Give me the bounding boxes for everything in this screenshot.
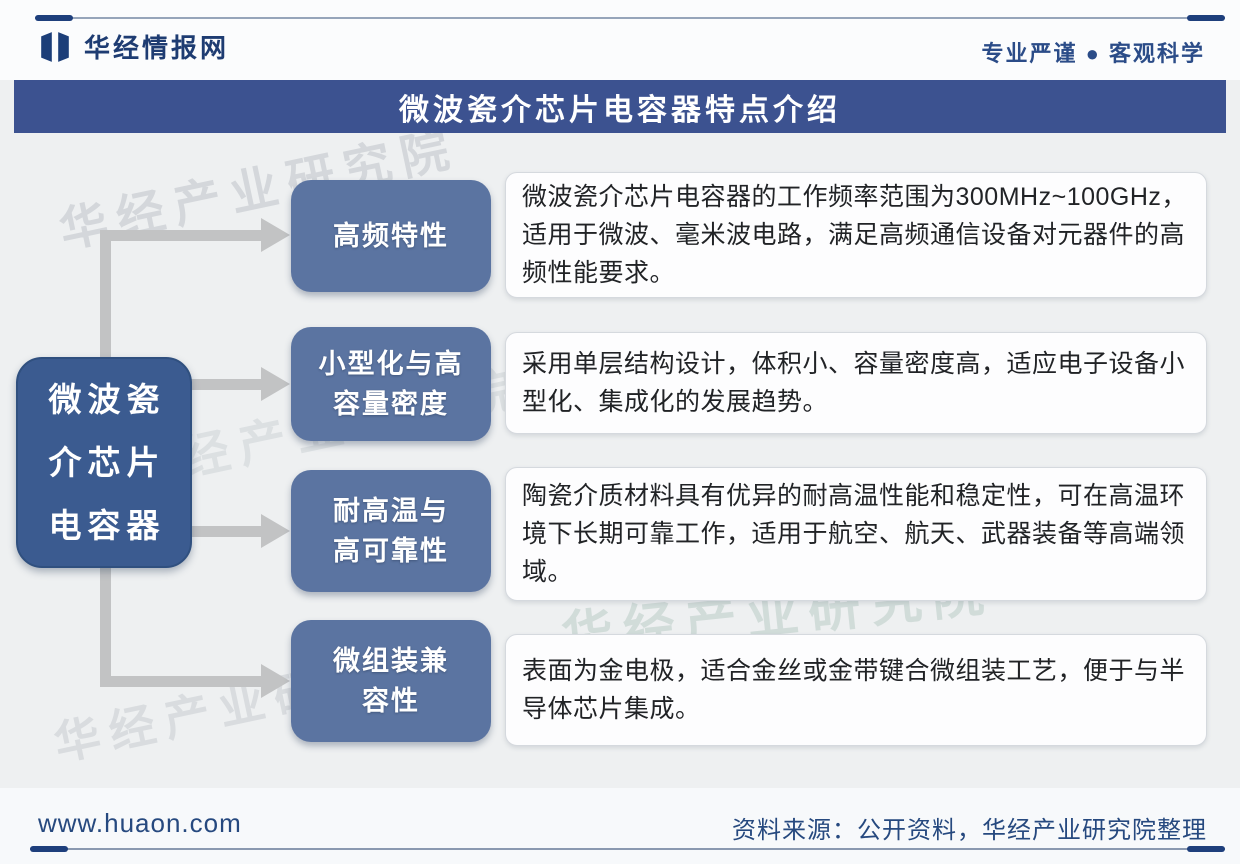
description-text: 采用单层结构设计，体积小、容量密度高，适应电子设备小型化、集成化的发展趋势。 xyxy=(522,350,1186,416)
feature-label-line: 小型化与高 xyxy=(318,349,464,379)
description-text: 微波瓷介芯片电容器的工作频率范围为300MHz~100GHz，适用于微波、毫米波… xyxy=(522,183,1187,287)
description-card-miniaturization: 采用单层结构设计，体积小、容量密度高，适应电子设备小型化、集成化的发展趋势。 xyxy=(505,332,1207,434)
feature-box-micro-assembly: 微组装兼 容性 xyxy=(291,620,491,742)
bottom-divider-left-dash xyxy=(30,846,68,852)
open-book-logo-icon xyxy=(41,31,69,62)
connector-arrow-shaft-3 xyxy=(190,526,262,537)
data-source-note: 资料来源：公开资料，华经产业研究院整理 xyxy=(732,817,1207,844)
arrowhead-icon xyxy=(261,218,290,252)
connector-arrow-shaft-2 xyxy=(190,379,262,390)
arrowhead-icon xyxy=(261,514,290,548)
footer: 华经产业研究院 www.huaon.com 资料来源：公开资料，华经产业研究院整… xyxy=(0,788,1240,864)
root-node-line: 电容器 xyxy=(48,507,166,544)
feature-label-line: 容量密度 xyxy=(333,389,449,419)
description-card-micro-assembly: 表面为金电极，适合金丝或金带键合微组装工艺，便于与半导体芯片集成。 xyxy=(505,634,1207,746)
description-card-high-temperature: 陶瓷介质材料具有优异的耐高温性能和稳定性，可在高温环境下长期可靠工作，适用于航空… xyxy=(505,467,1207,601)
root-node-line: 介芯片 xyxy=(48,444,166,481)
feature-label-line: 容性 xyxy=(362,686,420,716)
header-tagline: 专业严谨 ● 客观科学 xyxy=(981,41,1205,66)
top-divider xyxy=(35,15,1225,21)
description-text: 陶瓷介质材料具有优异的耐高温性能和稳定性，可在高温环境下长期可靠工作，适用于航空… xyxy=(522,482,1186,586)
feature-label-line: 高可靠性 xyxy=(333,536,449,566)
connector-arrow-shaft-4 xyxy=(100,676,262,687)
top-divider-right-dash xyxy=(1187,15,1225,21)
feature-box-miniaturization: 小型化与高 容量密度 xyxy=(291,327,491,441)
title-bar: 微波瓷介芯片电容器特点介绍 xyxy=(14,80,1226,133)
arrowhead-icon xyxy=(261,367,290,401)
bottom-divider-right-dash xyxy=(1187,846,1225,852)
bottom-divider xyxy=(30,846,1225,852)
website-url: www.huaon.com xyxy=(38,808,242,838)
description-card-high-frequency: 微波瓷介芯片电容器的工作频率范围为300MHz~100GHz，适用于微波、毫米波… xyxy=(505,172,1207,298)
description-text: 表面为金电极，适合金丝或金带键合微组装工艺，便于与半导体芯片集成。 xyxy=(522,657,1186,723)
feature-label-line: 微组装兼 xyxy=(333,646,449,676)
arrowhead-icon xyxy=(261,664,290,698)
feature-label-line: 耐高温与 xyxy=(333,496,449,526)
page-title: 微波瓷介芯片电容器特点介绍 xyxy=(399,93,841,127)
root-node-line: 微波瓷 xyxy=(48,381,166,418)
root-node-box: 微波瓷 介芯片 电容器 xyxy=(16,357,192,568)
feature-box-high-frequency: 高频特性 xyxy=(291,180,491,292)
feature-label-line: 高频特性 xyxy=(333,221,449,251)
top-divider-left-dash xyxy=(35,15,73,21)
header: 华经情报网 专业严谨 ● 客观科学 xyxy=(0,0,1240,80)
brand: 华经情报网 xyxy=(38,28,229,65)
feature-box-high-temperature: 耐高温与 高可靠性 xyxy=(291,470,491,592)
brand-name: 华经情报网 xyxy=(84,33,230,63)
connector-arrow-shaft-1 xyxy=(100,230,262,241)
